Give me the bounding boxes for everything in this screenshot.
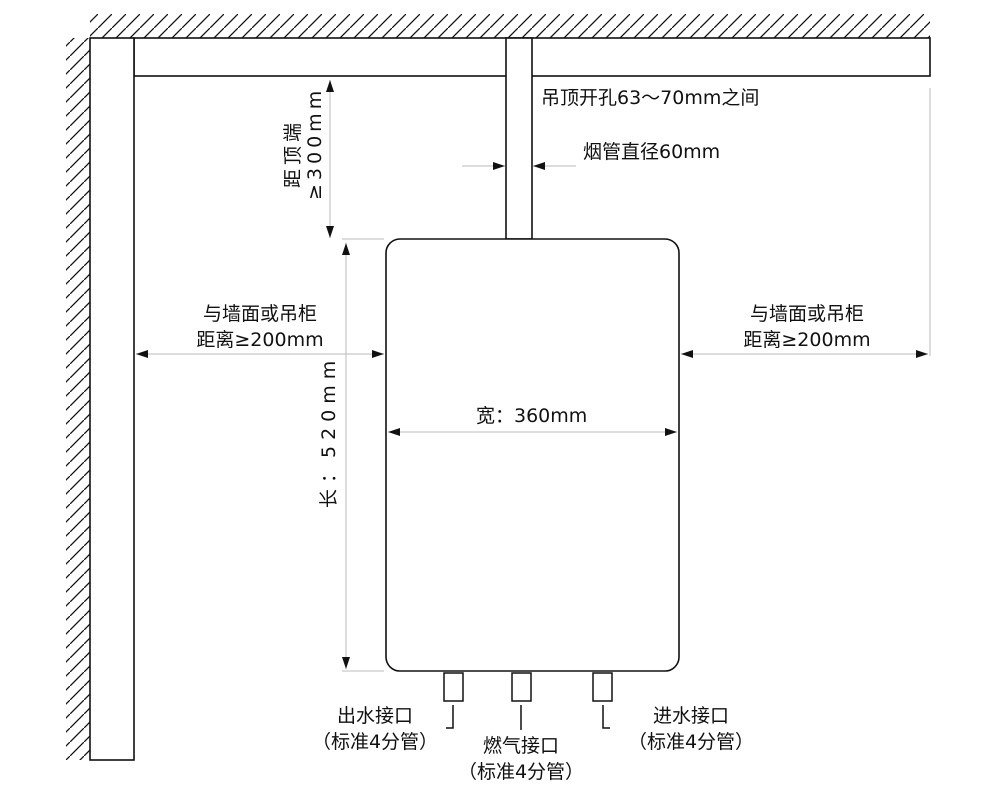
inlet-label-line2: （标准4分管） <box>627 731 755 753</box>
wall-hatch <box>66 38 90 760</box>
gas-label-line1: 燃气接口 <box>482 735 559 757</box>
wall-column <box>89 37 135 761</box>
left-clearance-label-line1: 与墙面或吊柜 <box>202 303 317 325</box>
inlet-pipe-stub <box>592 672 613 702</box>
right-clearance-label-line1: 与墙面或吊柜 <box>749 303 864 325</box>
outlet-label-line1: 出水接口 <box>336 705 413 727</box>
right-clearance-label-line2: 距离≥200mm <box>743 329 871 351</box>
left-clearance-label-line2: 距离≥200mm <box>196 329 324 351</box>
outlet-pipe-stub <box>443 672 464 702</box>
width-label: 宽：360mm <box>476 405 588 427</box>
flue-diameter-label: 烟管直径60mm <box>583 141 721 163</box>
flue-pipe <box>505 37 533 240</box>
inlet-label-line1: 进水接口 <box>652 705 729 727</box>
water-heater-body <box>385 238 680 672</box>
inlet-leader <box>602 705 610 729</box>
gas-label-line2: （标准4分管） <box>457 761 585 783</box>
ceiling-hole-label: 吊顶开孔63～70mm之间 <box>541 87 760 109</box>
top-distance-label-line1: 距顶端 <box>282 118 304 188</box>
length-label: 长：520mm <box>318 354 340 508</box>
outlet-leader <box>446 705 454 729</box>
gas-pipe-stub <box>511 672 532 702</box>
top-distance-label-line2: ≥300mm <box>304 86 326 200</box>
outlet-label-line2: （标准4分管） <box>311 731 439 753</box>
ceiling-hatch <box>90 14 930 38</box>
